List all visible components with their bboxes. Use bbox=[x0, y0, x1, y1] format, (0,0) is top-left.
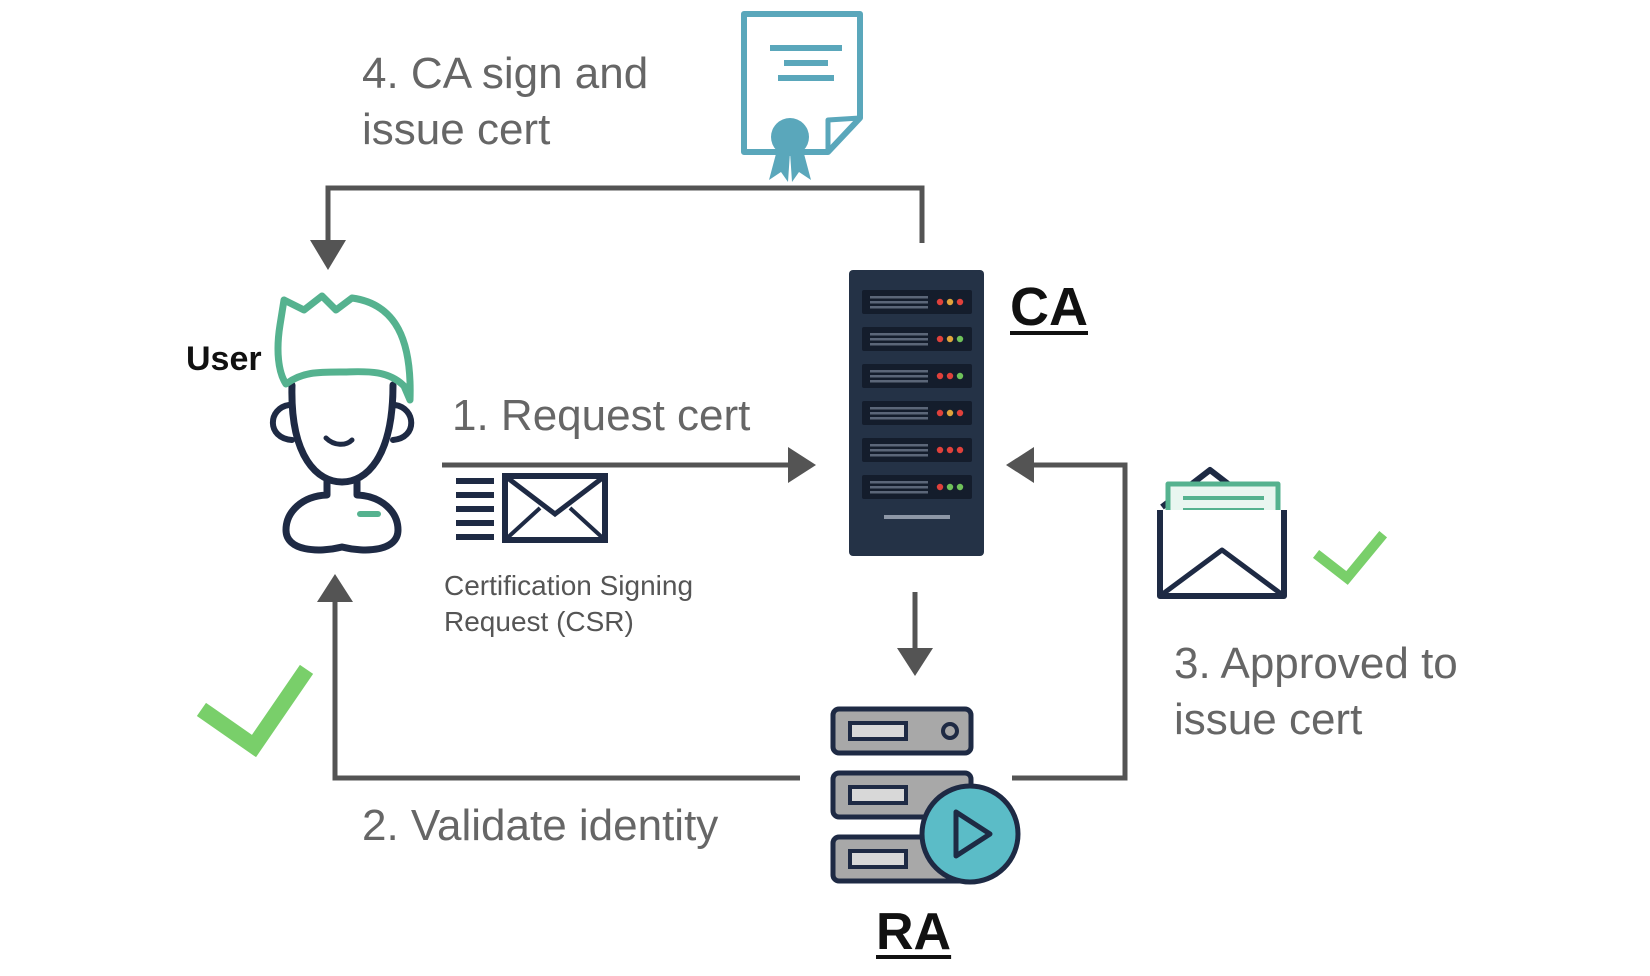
server-led bbox=[936, 335, 944, 343]
server-led bbox=[946, 335, 954, 343]
server-bay-vent bbox=[870, 412, 928, 415]
server-bay-vent bbox=[870, 375, 928, 378]
step-4-label: 4. CA sign and issue cert bbox=[362, 49, 649, 154]
server-led bbox=[956, 335, 964, 343]
server-bay-vent bbox=[870, 380, 928, 383]
server-led bbox=[956, 483, 964, 491]
csr-envelope-icon bbox=[456, 473, 608, 543]
server-bay-vent bbox=[870, 491, 928, 494]
ra-server-icon bbox=[830, 706, 1021, 885]
server-led bbox=[956, 409, 964, 417]
step-3-label: 3. Approved to issue cert bbox=[1174, 639, 1458, 744]
server-led bbox=[936, 298, 944, 306]
server-bay-vent bbox=[870, 417, 928, 420]
server-led bbox=[946, 298, 954, 306]
server-bay-vent bbox=[870, 370, 928, 373]
certificate-icon bbox=[741, 11, 863, 182]
server-led bbox=[936, 446, 944, 454]
csr-caption: Certification Signing Request (CSR) bbox=[444, 570, 694, 637]
server-led bbox=[946, 372, 954, 380]
server-led bbox=[956, 298, 964, 306]
ca-label: CA bbox=[1010, 277, 1088, 337]
server-bay-vent bbox=[870, 407, 928, 410]
server-bay-vent bbox=[870, 486, 928, 489]
arrowhead-to-ra bbox=[897, 648, 933, 676]
server-led bbox=[956, 372, 964, 380]
server-led bbox=[936, 372, 944, 380]
connectors bbox=[325, 185, 1128, 781]
arrowhead-to-ca-right bbox=[1006, 447, 1034, 483]
arrowhead-to-user-top bbox=[310, 240, 346, 270]
arrow-ra-to-user bbox=[332, 598, 800, 781]
server-bay-vent bbox=[870, 343, 928, 346]
checkmark-icon bbox=[196, 664, 314, 758]
server-led bbox=[946, 446, 954, 454]
server-bay-vent bbox=[870, 333, 928, 336]
server-bay-vent bbox=[870, 338, 928, 341]
server-led bbox=[946, 483, 954, 491]
arrowhead-to-ca-left bbox=[788, 447, 816, 483]
arrowhead-to-user-bottom bbox=[317, 574, 353, 602]
step-2-label: 2. Validate identity bbox=[362, 801, 719, 850]
server-led bbox=[946, 409, 954, 417]
user-label: User bbox=[186, 340, 262, 378]
server-bay-vent bbox=[870, 306, 928, 309]
server-led bbox=[956, 446, 964, 454]
server-bay-vent bbox=[870, 444, 928, 447]
server-bay-vent bbox=[870, 481, 928, 484]
server-bay-vent bbox=[870, 301, 928, 304]
arrow-ra-to-ca bbox=[1012, 462, 1128, 781]
server-bay-vent bbox=[870, 454, 928, 457]
play-icon bbox=[919, 783, 1021, 885]
server-bay-vent bbox=[870, 449, 928, 452]
ca-server-icon bbox=[849, 270, 984, 556]
arrowheads bbox=[310, 240, 1034, 676]
server-led bbox=[936, 483, 944, 491]
server-led bbox=[936, 409, 944, 417]
step-1-label: 1. Request cert bbox=[452, 391, 751, 440]
approved-envelope-icon bbox=[1157, 467, 1287, 599]
arrow-ca-to-user bbox=[325, 185, 925, 243]
checkmark-icon bbox=[1312, 530, 1388, 585]
ra-label: RA bbox=[876, 903, 952, 961]
server-bay-vent bbox=[870, 296, 928, 299]
user-icon bbox=[270, 292, 415, 554]
